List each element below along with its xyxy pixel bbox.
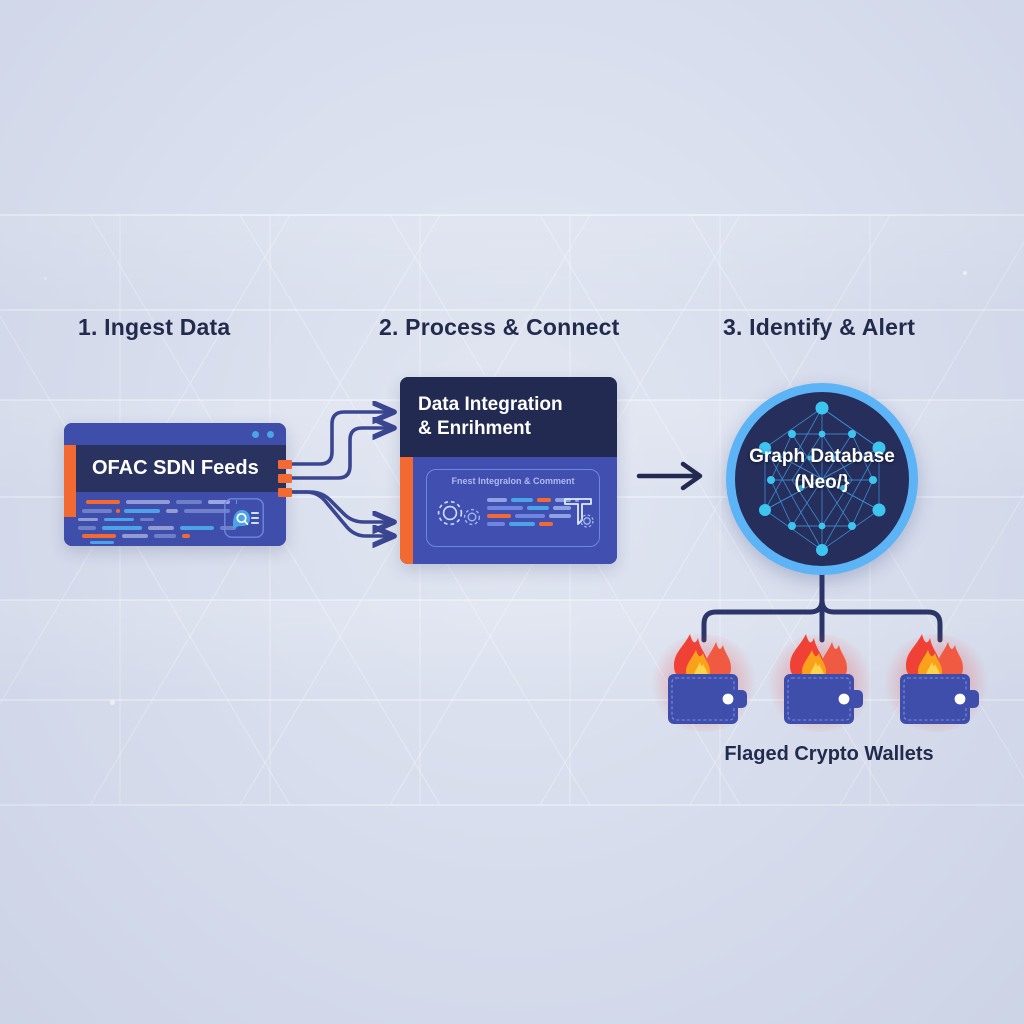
graph-database-label-line2: (Neo/}: [794, 472, 850, 493]
card-integration-inner-caption: Fnest Integralon & Comment: [451, 476, 575, 486]
code-bar: [86, 500, 120, 504]
burning-wallet-icon: [668, 634, 747, 724]
card-ofac-sdn-feeds[interactable]: OFAC SDN Feeds: [64, 423, 286, 546]
graph-database-node[interactable]: Graph Database (Neo/}: [726, 383, 918, 575]
code-bar: [90, 541, 114, 544]
card-ofac-body: [64, 492, 286, 546]
code-bar: [78, 526, 96, 530]
code-bar: [553, 506, 571, 510]
code-bar: [575, 499, 579, 502]
speck-2: [963, 271, 967, 275]
code-bar: [154, 534, 176, 538]
card-integration-title-line2: & Enrihment: [418, 418, 531, 439]
code-bar: [124, 509, 160, 513]
window-dot-icon: [252, 431, 259, 438]
code-bar: [487, 498, 507, 502]
feed-stub-icon: [278, 474, 292, 483]
step-title-process: 2. Process & Connect: [379, 314, 620, 340]
card-integration-header: Data Integration & Enrihment: [400, 377, 617, 457]
code-bar: [208, 500, 230, 504]
code-bar: [78, 518, 98, 521]
card-integration-inner-panel: Fnest Integralon & Comment: [426, 469, 600, 547]
flagged-wallet-2[interactable]: [766, 624, 874, 732]
feed-stub-icon: [278, 460, 292, 469]
step-title-identify: 3. Identify & Alert: [723, 314, 916, 340]
code-bar: [126, 500, 170, 504]
code-bar: [82, 534, 116, 538]
code-bar: [102, 526, 142, 530]
code-bar: [509, 522, 535, 526]
code-bar: [184, 509, 230, 513]
background-bottom-band: [0, 805, 1024, 1024]
wallet-body: [668, 674, 747, 724]
code-bar: [220, 526, 236, 530]
step-title-ingest: 1. Ingest Data: [78, 314, 231, 340]
code-bar: [555, 498, 571, 502]
code-bar: [182, 534, 190, 538]
graph-database-label-line1: Graph Database: [749, 446, 895, 467]
code-bar: [236, 500, 237, 504]
card-data-integration[interactable]: Data Integration & Enrihment Fnest Integ…: [400, 377, 617, 564]
code-bar: [122, 534, 148, 538]
speck-1: [110, 700, 115, 705]
code-bar: [166, 509, 178, 513]
gear-small-icon: [463, 508, 481, 526]
code-bar: [487, 522, 505, 526]
card-integration-title-line1: Data Integration: [418, 394, 563, 415]
code-bar: [487, 506, 523, 510]
code-bar: [549, 514, 571, 518]
card-integration-accent-bar: [400, 457, 413, 564]
card-ofac-accent-bar: [64, 445, 76, 517]
burning-wallet-icon: [784, 634, 863, 724]
code-bar: [539, 522, 553, 526]
flagged-wallets-caption: Flaged Crypto Wallets: [724, 743, 934, 765]
code-bar: [511, 498, 533, 502]
code-bar: [180, 526, 214, 530]
flagged-wallet-3[interactable]: [882, 624, 990, 732]
feed-stub-icon: [278, 488, 292, 497]
burning-wallet-icon: [900, 634, 979, 724]
background-top-band: [0, 0, 1024, 215]
card-integration-body: Fnest Integralon & Comment: [400, 457, 617, 564]
card-ofac-title: OFAC SDN Feeds: [92, 457, 259, 479]
code-bar: [140, 518, 154, 521]
code-bar: [176, 500, 202, 504]
code-bar: [487, 514, 511, 518]
code-bar: [527, 506, 549, 510]
speck-3: [44, 277, 47, 280]
code-bar: [104, 518, 134, 521]
window-dot-icon: [267, 431, 274, 438]
code-bar: [116, 509, 120, 513]
code-bar: [515, 514, 545, 518]
wallet-body: [900, 674, 979, 724]
code-bar: [537, 498, 551, 502]
funnel-filter-icon: [564, 498, 594, 528]
gear-icon: [437, 500, 463, 526]
code-bar: [148, 526, 174, 530]
card-ofac-header: OFAC SDN Feeds: [64, 445, 286, 492]
graph-database-label: Graph Database (Neo/}: [735, 444, 909, 496]
flagged-wallet-1[interactable]: [650, 624, 758, 732]
card-window-bar: [64, 423, 286, 445]
code-bar: [82, 509, 112, 513]
graph-network-icon: [759, 401, 886, 556]
document-search-icon: [224, 498, 264, 538]
wallet-body: [784, 674, 863, 724]
